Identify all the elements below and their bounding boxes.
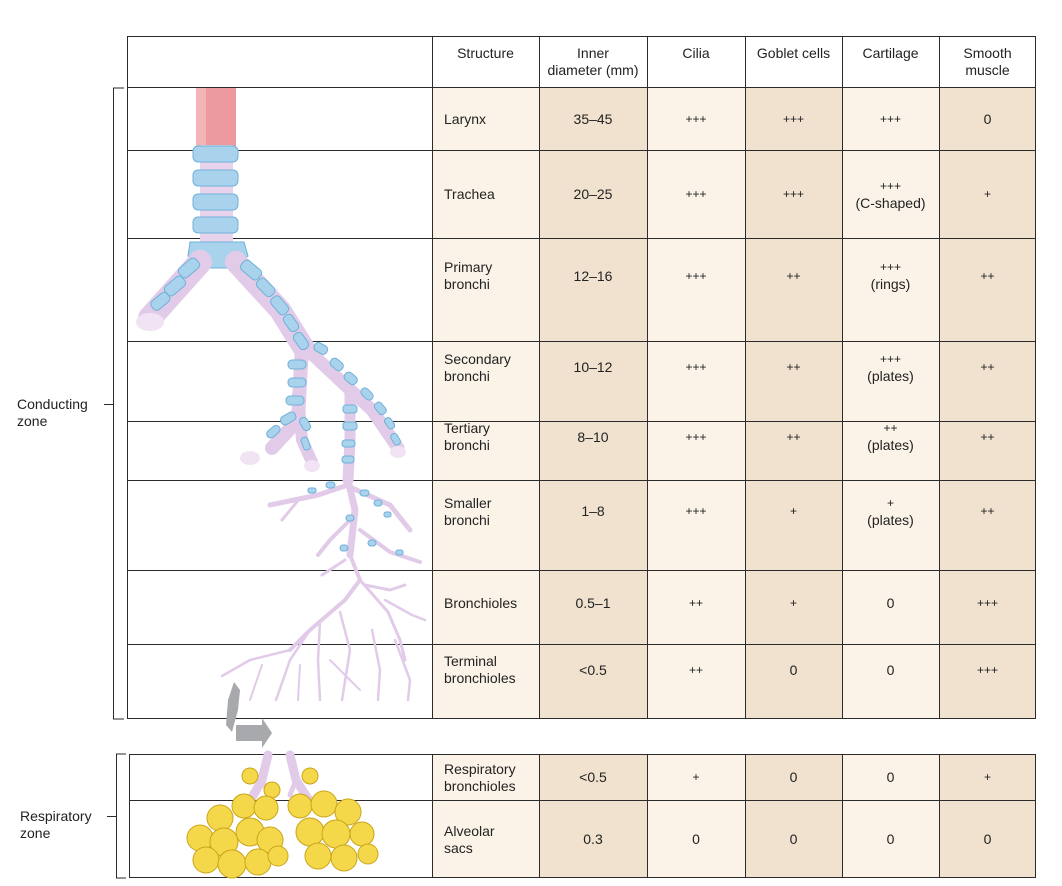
cilia-cell: + — [692, 770, 700, 784]
respiratory-zone-label: Respiratory zone — [20, 808, 92, 841]
goblet-cell: ++ — [786, 429, 801, 444]
smooth-cell: +++ — [976, 596, 999, 610]
structure-cell: Bronchioles — [444, 595, 518, 611]
cilia-cell: +++ — [685, 268, 707, 283]
goblet-cell: 0 — [789, 831, 798, 847]
cilia-cell: +++ — [685, 429, 707, 444]
smooth-cell: 0 — [983, 110, 992, 127]
header-cilia: Cilia — [682, 45, 710, 61]
cilia-cell: +++ — [685, 187, 707, 201]
header-smooth-muscle: Smooth muscle — [963, 45, 1012, 78]
diameter-cell: <0.5 — [579, 769, 607, 785]
cartilage-cell: ++(plates) — [867, 421, 914, 453]
smooth-cell: 0 — [983, 831, 992, 847]
smooth-cell: ++ — [980, 360, 995, 374]
goblet-cell: + — [789, 504, 797, 518]
smooth-cell: + — [983, 770, 991, 784]
goblet-cell: + — [789, 596, 797, 610]
cartilage-cell: 0 — [886, 595, 895, 611]
cilia-cell: +++ — [685, 504, 707, 518]
structure-cell: Trachea — [444, 186, 495, 202]
smooth-cell: ++ — [980, 268, 995, 283]
cilia-cell: ++ — [688, 662, 703, 677]
diameter-cell: 35–45 — [573, 110, 613, 127]
goblet-cell: +++ — [782, 111, 805, 126]
cartilage-cell: 0 — [886, 769, 895, 785]
diameter-cell: 1–8 — [581, 503, 605, 519]
goblet-cell: ++ — [786, 360, 801, 374]
goblet-cell: 0 — [789, 769, 798, 785]
smooth-cell: +++ — [976, 662, 999, 677]
goblet-cell: ++ — [786, 268, 801, 283]
structure-cell: Larynx — [444, 110, 487, 127]
cartilage-cell: 0 — [886, 831, 895, 847]
bronchial-cartilage — [150, 257, 404, 556]
conducting-zone-label: Conducting zone — [17, 396, 88, 429]
cartilage-cell: +++ — [879, 111, 902, 126]
diameter-cell: 20–25 — [573, 186, 613, 202]
goblet-cell: +++ — [782, 187, 805, 201]
diameter-cell: 0.3 — [583, 831, 603, 847]
diameter-cell: 12–16 — [573, 267, 613, 284]
alveolar-sacs-right — [287, 767, 379, 872]
bronchial-tree — [138, 250, 427, 702]
cilia-cell: ++ — [688, 596, 703, 610]
header-cartilage: Cartilage — [862, 45, 919, 61]
cartilage-cell: +++(rings) — [870, 260, 911, 292]
diameter-cell: <0.5 — [579, 661, 607, 678]
cilia-cell: +++ — [685, 111, 707, 126]
header-structure: Structure — [457, 45, 514, 61]
header-goblet-cells: Goblet cells — [756, 45, 831, 61]
header-inner-diameter: Inner diameter (mm) — [547, 45, 639, 78]
smooth-cell: ++ — [980, 504, 995, 518]
enlargement-arrow — [226, 682, 272, 748]
diameter-cell: 0.5–1 — [575, 595, 611, 611]
diameter-cell: 8–10 — [577, 428, 609, 445]
cartilage-cell: +(plates) — [867, 495, 914, 528]
cartilage-cell: +++(plates) — [867, 351, 914, 384]
diameter-cell: 10–12 — [573, 359, 613, 375]
cartilage-cell: +++(C-shaped) — [855, 178, 926, 211]
cilia-cell: 0 — [692, 831, 700, 847]
alveolar-sacs-left — [186, 767, 289, 879]
goblet-cell: 0 — [789, 661, 798, 678]
smooth-cell: + — [983, 187, 991, 201]
cilia-cell: +++ — [685, 360, 707, 374]
cartilage-cell: 0 — [886, 661, 895, 678]
smooth-cell: ++ — [980, 429, 995, 444]
